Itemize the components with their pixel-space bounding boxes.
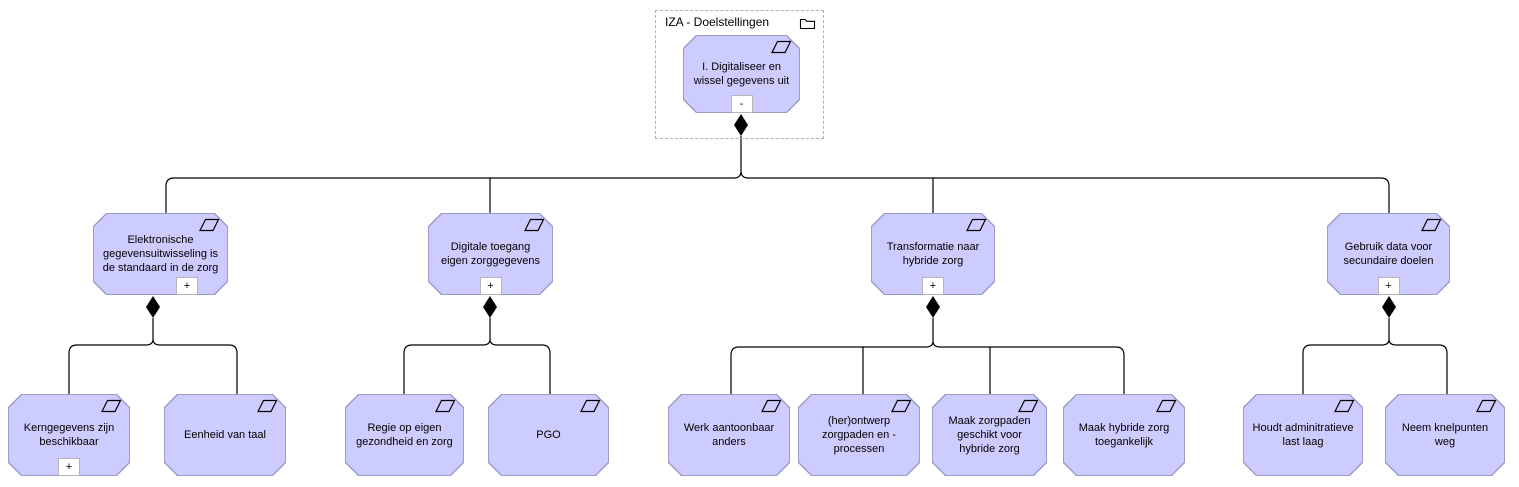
- requirement-icon: [1476, 399, 1497, 418]
- node-gebruik-data-voor-secundaire-doelen[interactable]: Gebruik data voor secundaire doelen +: [1327, 213, 1450, 295]
- requirement-icon: [761, 399, 782, 418]
- node-label: Kerngegevens zijn beschikbaar: [23, 421, 115, 448]
- requirement-icon: [1421, 218, 1442, 237]
- group-iza-doelstellingen[interactable]: IZA - Doelstellingen: [655, 10, 824, 139]
- node-label: PGO: [536, 428, 561, 441]
- requirement-icon: [891, 399, 912, 418]
- node-label: I. Digitaliseer en wissel gegevens uit: [693, 60, 790, 87]
- collapse-toggle[interactable]: -: [730, 95, 753, 113]
- node-houdt-administratieve-last-laag[interactable]: Houdt adminitratieve last laag: [1243, 394, 1363, 476]
- node-neem-knelpunten-weg[interactable]: Neem knelpunten weg: [1385, 394, 1505, 476]
- node-label: Regie op eigen gezondheid en zorg: [356, 421, 453, 448]
- requirement-icon: [101, 399, 122, 418]
- expand-toggle[interactable]: +: [479, 277, 502, 295]
- expand-toggle[interactable]: +: [176, 277, 198, 295]
- folder-icon: [799, 17, 816, 35]
- expand-toggle[interactable]: +: [922, 277, 944, 295]
- requirement-icon: [771, 40, 792, 59]
- node-label: Werk aantoonbaar anders: [683, 421, 775, 448]
- node-pgo[interactable]: PGO: [488, 394, 609, 476]
- node-eenheid-van-taal[interactable]: Eenheid van taal: [164, 394, 286, 476]
- node-digitaliseer-en-wissel-gegevens-uit[interactable]: I. Digitaliseer en wissel gegevens uit -: [683, 35, 800, 113]
- node-label: (her)ontwerp zorgpaden en -processen: [822, 414, 896, 456]
- node-werk-aantoonbaar-anders[interactable]: Werk aantoonbaar anders: [668, 394, 790, 476]
- requirement-icon: [199, 218, 220, 237]
- node-kerngegevens-zijn-beschikbaar[interactable]: Kerngegevens zijn beschikbaar +: [8, 394, 130, 476]
- node-label: Transformatie naar hybride zorg: [886, 240, 980, 267]
- node-transformatie-naar-hybride-zorg[interactable]: Transformatie naar hybride zorg +: [871, 213, 995, 295]
- node-label: Eenheid van taal: [184, 428, 266, 441]
- composition-diamond-icon: [146, 114, 1396, 318]
- node-label: Houdt adminitratieve last laag: [1252, 421, 1354, 448]
- node-label: Maak hybride zorg toegankelijk: [1078, 421, 1170, 448]
- node-label: Neem knelpunten weg: [1401, 421, 1489, 448]
- node-herontwerp-zorgpaden-en-processen[interactable]: (her)ontwerp zorgpaden en -processen: [798, 394, 920, 476]
- node-label: Elektronische gegevensuitwisseling is de…: [102, 233, 219, 275]
- node-label: Maak zorgpaden geschikt voor hybride zor…: [948, 414, 1031, 456]
- requirement-icon: [524, 218, 545, 237]
- node-digitale-toegang-eigen-zorggegevens[interactable]: Digitale toegang eigen zorggegevens +: [428, 213, 553, 295]
- node-label: Gebruik data voor secundaire doelen: [1343, 240, 1434, 267]
- expand-toggle[interactable]: +: [58, 458, 80, 476]
- requirement-icon: [1018, 399, 1039, 418]
- requirement-icon: [580, 399, 601, 418]
- expand-toggle[interactable]: +: [1377, 277, 1400, 295]
- group-title: IZA - Doelstellingen: [665, 15, 770, 29]
- requirement-icon: [1156, 399, 1177, 418]
- node-elektronische-gegevensuitwisseling[interactable]: Elektronische gegevensuitwisseling is de…: [93, 213, 228, 295]
- node-label: Digitale toegang eigen zorggegevens: [440, 240, 541, 267]
- requirement-icon: [257, 399, 278, 418]
- requirement-icon: [966, 218, 987, 237]
- node-maak-hybride-zorg-toegankelijk[interactable]: Maak hybride zorg toegankelijk: [1063, 394, 1185, 476]
- node-maak-zorgpaden-geschikt-voor-hybride-zorg[interactable]: Maak zorgpaden geschikt voor hybride zor…: [932, 394, 1047, 476]
- node-regie-op-eigen-gezondheid-en-zorg[interactable]: Regie op eigen gezondheid en zorg: [345, 394, 464, 476]
- requirement-icon: [1334, 399, 1355, 418]
- requirement-icon: [435, 399, 456, 418]
